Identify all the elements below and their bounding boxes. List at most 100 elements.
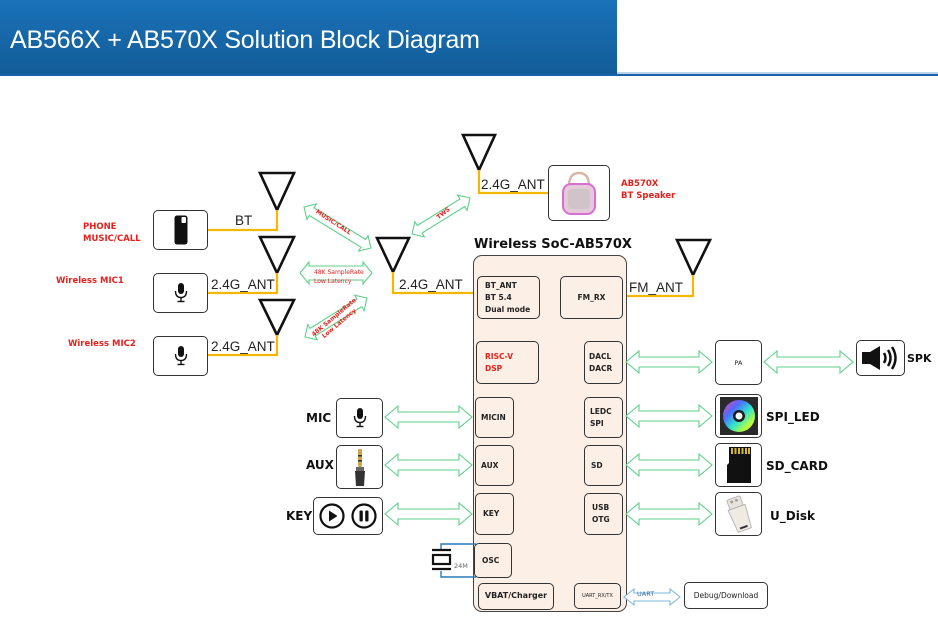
arrow-sd-card	[625, 452, 713, 478]
soc-block-micin[interactable]: MICIN	[475, 397, 514, 438]
phone-label-line2: MUSIC/CALL	[83, 234, 141, 245]
spi-led-label: SPI_LED	[766, 410, 820, 424]
phone-label-line1: PHONE	[83, 222, 117, 232]
vbat-label: VBAT/Charger	[484, 591, 548, 601]
sd-card-label: SD_CARD	[766, 459, 828, 473]
aux-block-label: AUX	[481, 460, 499, 470]
debug-download-box[interactable]: Debug/Download	[684, 582, 768, 609]
phone-device-box[interactable]	[153, 210, 208, 250]
dsp-block-line1: RISC-V	[485, 351, 514, 361]
arrow-aux-input	[384, 452, 473, 478]
mic2-link-label: 2.4G_ANT	[211, 339, 275, 354]
bt-speaker-label: AB570X BT Speaker	[621, 178, 675, 203]
wireless-mic2-box[interactable]	[153, 336, 208, 376]
phone-link-label: BT	[235, 213, 253, 228]
mic1-link-caption: 48K SampleRate Low Latency	[314, 268, 364, 286]
speaker-output-box[interactable]	[856, 340, 905, 376]
micin-label: MICIN	[481, 412, 506, 422]
antenna-speaker-icon	[460, 133, 498, 174]
spi-led-box[interactable]	[715, 394, 762, 438]
header-divider-light	[617, 72, 938, 74]
bt-block-line1: BT_ANT	[485, 280, 517, 290]
crystal-label: 24M	[454, 562, 468, 570]
arrow-mic2-link	[304, 294, 368, 341]
soc-block-sd[interactable]: SD	[584, 445, 623, 486]
play-icon[interactable]	[319, 503, 345, 529]
arrow-music-call	[303, 203, 372, 252]
soc-title: Wireless SoC-AB570X	[474, 237, 632, 252]
arrow-mic1-link	[299, 260, 373, 286]
bt-speaker-icon	[562, 171, 596, 215]
antenna-phone-icon	[257, 171, 297, 214]
arrow-uart	[623, 587, 681, 607]
key-input-box[interactable]	[313, 497, 383, 535]
bt-speaker-label-line2: BT Speaker	[621, 191, 676, 202]
soc-block-vbat[interactable]: VBAT/Charger	[478, 583, 554, 610]
u-disk-label: U_Disk	[770, 509, 815, 523]
fm-rx-label: FM_RX	[577, 292, 606, 302]
wire-hub	[391, 272, 473, 295]
crystal-icon	[431, 548, 452, 571]
aux-input-box[interactable]	[336, 445, 383, 489]
pause-icon[interactable]	[351, 503, 377, 529]
soc-block-dac[interactable]: DACL DACR	[584, 341, 623, 384]
header-divider	[0, 74, 938, 76]
usb-block-line2: OTG	[592, 515, 610, 524]
bt-block-line3: Dual mode	[485, 304, 531, 314]
arrow-usb-udisk	[625, 501, 713, 527]
mic1-link-label: 2.4G_ANT	[211, 277, 275, 292]
soc-block-dsp[interactable]: RISC-V DSP	[476, 341, 539, 384]
wire-phone	[207, 210, 279, 232]
microphone-icon	[353, 408, 366, 428]
sd-card-icon	[726, 447, 751, 483]
wire-speaker	[477, 170, 548, 195]
antenna-mic1-icon	[257, 235, 297, 277]
osc-label: OSC	[482, 555, 500, 565]
bt-speaker-box[interactable]	[548, 165, 610, 221]
usb-drive-icon	[725, 495, 752, 533]
antenna-hub-icon	[374, 236, 412, 276]
hub-antenna-label: 2.4G_ANT	[399, 277, 463, 292]
ledc-block-line1: LEDC	[590, 406, 612, 416]
spk-label: SPK	[907, 352, 932, 365]
soc-block-ledc[interactable]: LEDC SPI	[584, 397, 623, 438]
mic1-link-caption-line2: Low Latency	[314, 278, 352, 285]
soc-block-key[interactable]: KEY	[475, 493, 514, 535]
pa-label: PA	[734, 358, 743, 367]
osc-wire-bottom	[440, 571, 476, 578]
arrow-key-input	[384, 501, 473, 527]
soc-block-fm-rx[interactable]: FM_RX	[560, 276, 623, 319]
antenna-mic2-icon	[257, 298, 297, 338]
arrow-tws-link	[411, 194, 471, 238]
wire-mic1	[207, 273, 279, 295]
usb-block-line1: USB	[592, 503, 610, 512]
soc-block-osc[interactable]: OSC	[474, 543, 512, 578]
antenna-fm-icon	[674, 238, 713, 279]
header-band	[0, 0, 617, 74]
arrow-mic-input	[384, 404, 473, 430]
wire-mic2	[207, 335, 279, 357]
mic-input-box[interactable]	[336, 398, 383, 438]
page-title: AB566X + AB570X Solution Block Diagram	[10, 26, 480, 54]
mic-input-label: MIC	[306, 411, 332, 425]
soc-block-uart[interactable]: UART_RX/TX	[574, 583, 621, 609]
soc-block-bt[interactable]: BT_ANT BT 5.4 Dual mode	[477, 276, 540, 319]
soc-block-usb[interactable]: USB OTG	[584, 493, 623, 535]
dac-block-line1: DACL	[589, 351, 612, 361]
pa-box[interactable]: PA	[715, 340, 762, 385]
microphone-icon	[174, 283, 187, 303]
sd-block-label: SD	[591, 460, 603, 470]
u-disk-box[interactable]	[715, 492, 762, 536]
arrow-ledc-spi-led	[625, 403, 713, 429]
uart-link-label: UART	[637, 590, 655, 598]
arrow-dac-pa	[625, 349, 713, 375]
wireless-mic2-label: Wireless MIC2	[68, 339, 136, 349]
wireless-mic1-label: Wireless MIC1	[56, 276, 124, 286]
soc-block-aux[interactable]: AUX	[475, 445, 514, 486]
microphone-icon	[174, 346, 187, 366]
key-input-label: KEY	[286, 509, 313, 523]
wireless-mic1-box[interactable]	[153, 273, 208, 313]
bt-speaker-label-line1: AB570X	[621, 179, 659, 189]
sd-card-box[interactable]	[715, 443, 762, 487]
